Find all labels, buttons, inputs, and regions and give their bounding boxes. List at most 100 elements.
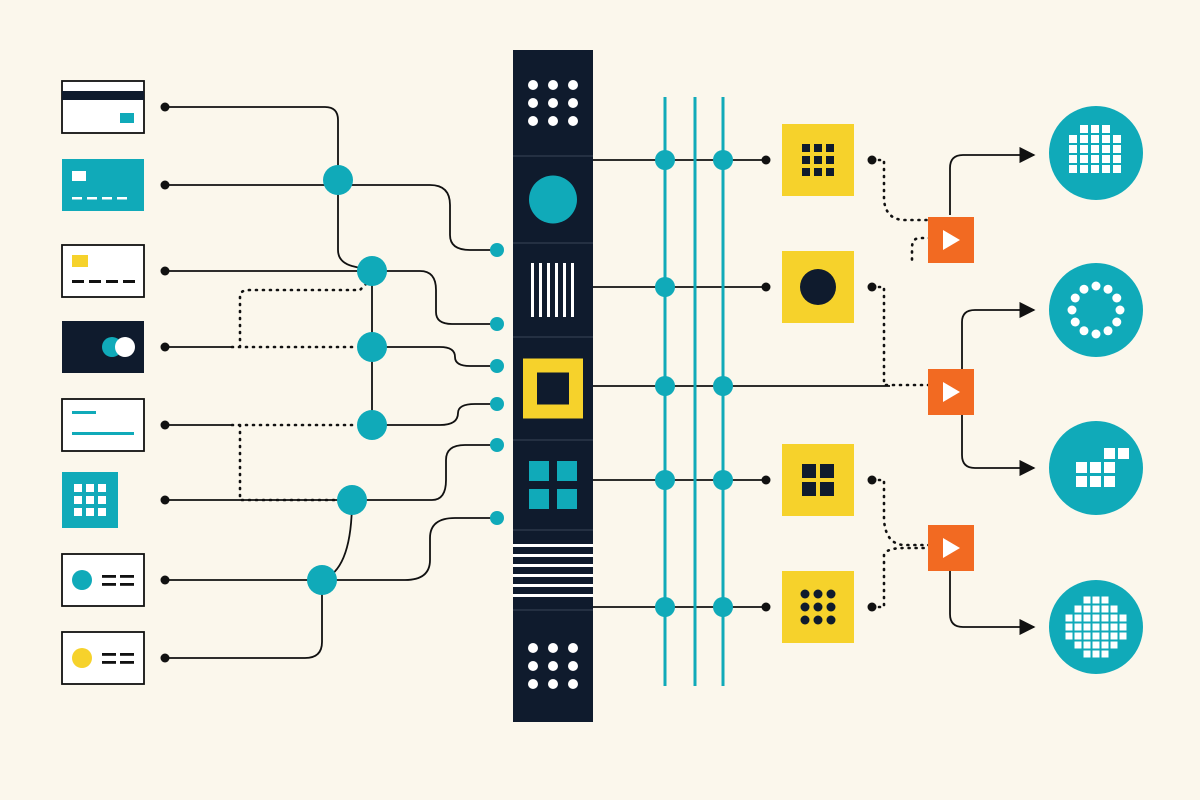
- output-dot: [1070, 317, 1080, 327]
- output-cell: [1102, 135, 1110, 143]
- wire-relay-2-up: [961, 309, 1030, 370]
- rail-node-3: [655, 277, 675, 297]
- output-cell: [1119, 614, 1127, 622]
- output-cell: [1083, 614, 1091, 622]
- output-cell: [1080, 145, 1088, 153]
- output-4: [1049, 580, 1143, 674]
- hub-bar: [531, 263, 534, 317]
- output-cell: [1101, 605, 1109, 613]
- output-block: [1076, 476, 1087, 487]
- card-frame: [61, 244, 145, 298]
- output-cell: [1083, 605, 1091, 613]
- hub-square: [529, 461, 549, 481]
- wire-source-6b: [352, 444, 497, 501]
- junction-node-6: [307, 565, 337, 595]
- output-cell: [1092, 623, 1100, 631]
- output-1: [1049, 106, 1143, 200]
- processor-dot: [800, 602, 810, 612]
- rail-node-6: [655, 470, 675, 490]
- source-card-lines: [61, 398, 145, 452]
- processor-frame: [782, 444, 854, 516]
- card-frame: [62, 159, 144, 211]
- output-cell: [1083, 650, 1091, 658]
- hub-port-1: [490, 243, 504, 257]
- card-chip: [120, 113, 134, 123]
- tile-cell: [74, 508, 82, 516]
- play-icon: [943, 538, 960, 558]
- output-2: [1049, 263, 1143, 357]
- output-cell: [1110, 623, 1118, 631]
- junction-node-4: [357, 410, 387, 440]
- hub-bar: [571, 263, 574, 317]
- ring-of-dots-icon: [1067, 281, 1125, 339]
- output-dot: [1112, 293, 1122, 303]
- card-dot: [72, 648, 92, 668]
- rail-node-1: [655, 150, 675, 170]
- processor-3: [782, 444, 854, 516]
- relay-1: [928, 217, 974, 263]
- tile-cell: [98, 508, 106, 516]
- card-number: [117, 197, 127, 200]
- play-icon: [943, 230, 960, 250]
- card-number: [89, 280, 101, 283]
- card-chip: [72, 171, 86, 181]
- processor-1: [782, 124, 854, 196]
- processor-dot: [826, 589, 836, 599]
- output-cell: [1092, 650, 1100, 658]
- output-block: [1076, 462, 1087, 473]
- output-cell: [1101, 623, 1109, 631]
- output-cell: [1083, 596, 1091, 604]
- card-mark: [102, 583, 116, 586]
- hub-frame-inner: [537, 372, 569, 405]
- hub-port-4: [490, 397, 504, 411]
- processor-cell: [826, 168, 834, 176]
- source-7-terminal: [160, 575, 170, 585]
- junction-node-2: [357, 256, 387, 286]
- hub-stripe: [513, 544, 593, 547]
- output-dot: [1112, 317, 1122, 327]
- hub-dot: [548, 98, 558, 108]
- hub-dot: [548, 116, 558, 126]
- output-cell: [1091, 125, 1099, 133]
- output-cell: [1069, 145, 1077, 153]
- junction-node-1: [323, 165, 353, 195]
- hub-bar: [563, 263, 566, 317]
- output-3: [1049, 421, 1143, 515]
- hub-circle: [529, 175, 577, 224]
- output-cell: [1083, 641, 1091, 649]
- hub-dots-six-icon-1: [528, 80, 578, 126]
- processor-cell: [802, 482, 816, 496]
- processor-4: [782, 571, 854, 643]
- junction-nodes: [160, 102, 877, 663]
- card-frame: [61, 80, 145, 134]
- processor-dot: [800, 615, 810, 625]
- tile-cell: [98, 484, 106, 492]
- hub-square: [557, 461, 577, 481]
- processor-3-inlet: [761, 475, 771, 485]
- magnetic-stripe-card-icon: [61, 80, 145, 134]
- hub-dot: [568, 679, 578, 689]
- source-column: [61, 80, 145, 685]
- output-dot: [1103, 284, 1113, 294]
- hub-dot: [528, 661, 538, 671]
- output-cell: [1113, 155, 1121, 163]
- processor-dot: [800, 589, 810, 599]
- source-4-terminal: [160, 342, 170, 352]
- source-2-terminal: [160, 180, 170, 190]
- hub-stripe: [513, 554, 593, 557]
- processor-dot: [813, 602, 823, 612]
- bar-grid-icon: [1069, 125, 1121, 173]
- dotted-link-upper: [230, 276, 374, 349]
- output-cell: [1069, 165, 1077, 173]
- processor-cell: [826, 144, 834, 152]
- processor-dot: [826, 602, 836, 612]
- text-lines-card-icon: [61, 398, 145, 452]
- card-number: [72, 197, 82, 200]
- hub-dot: [548, 679, 558, 689]
- output-dot: [1115, 305, 1125, 315]
- processor-1-inlet: [761, 155, 771, 165]
- rail-node-4: [655, 376, 675, 396]
- wire-relay-1-out: [949, 154, 1030, 215]
- source-1-terminal: [160, 102, 170, 112]
